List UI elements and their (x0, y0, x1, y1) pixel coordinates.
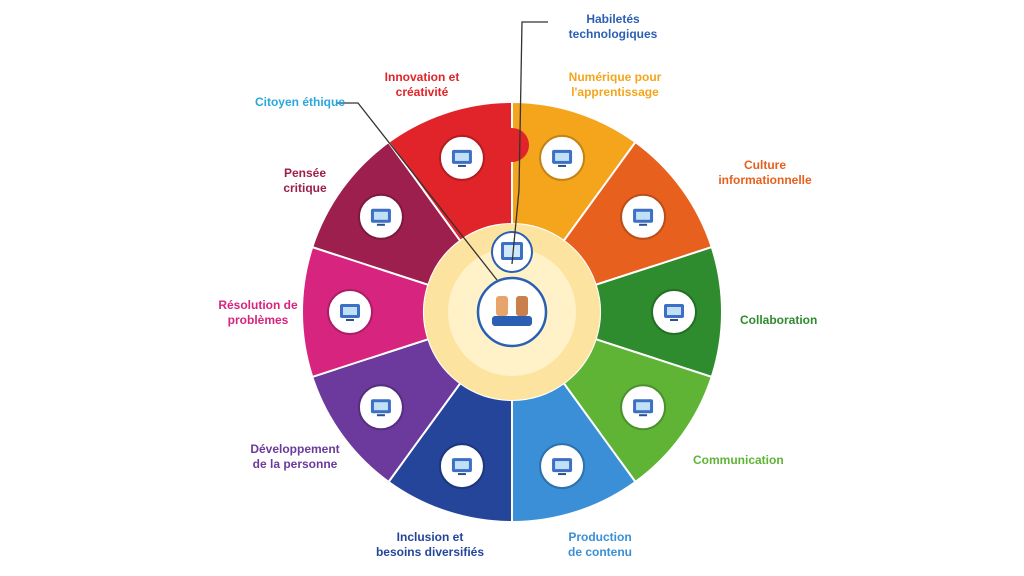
document-magnifier-icon (620, 193, 667, 240)
label-culture-informationnelle: Culture informationnelle (718, 158, 812, 187)
lightbulb-icon (438, 134, 485, 181)
label-inclusion-besoins: Inclusion et besoins diversifiés (375, 530, 485, 559)
label-collaboration: Collaboration (740, 313, 818, 327)
pointer-line-habiletes (511, 21, 548, 265)
devices-cloud-icon (357, 384, 404, 431)
video-monitor-icon (539, 443, 586, 490)
handshake-hands-icon (476, 276, 548, 348)
chat-bubbles-icon (620, 384, 667, 431)
target-icon (327, 289, 373, 335)
puzzle-knob-innovation (495, 128, 529, 162)
label-habiletes-technologiques: Habiletés technologiques (568, 12, 658, 41)
label-communication: Communication (693, 453, 784, 467)
label-numerique-apprentissage: Numérique pour l'apprentissage (568, 70, 662, 99)
label-resolution-problemes: Résolution de problèmes (218, 298, 298, 327)
label-developpement-personne: Développement de la personne (250, 442, 340, 471)
label-citoyen-ethique: Citoyen éthique (254, 95, 345, 109)
label-innovation-creativite: Innovation et créativité (384, 70, 460, 99)
laptop-books-icon (539, 134, 586, 181)
brain-question-icon (357, 193, 404, 240)
cycle-arrows-icon (438, 443, 485, 490)
label-pensee-critique: Pensée critique (283, 166, 327, 195)
pointer-line-citoyen (336, 102, 498, 281)
people-network-icon (651, 289, 697, 335)
label-production-contenu: Production de contenu (567, 530, 632, 559)
tablet-touch-icon (491, 231, 533, 273)
